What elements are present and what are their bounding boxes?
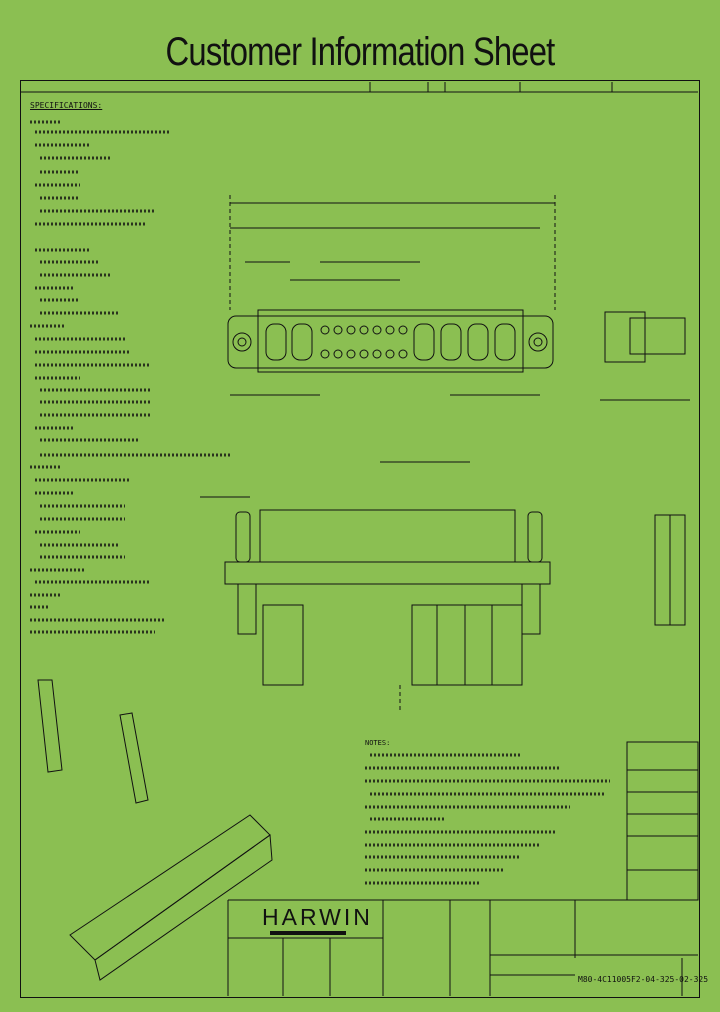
part-number: M80-4C11005F2-04-325-02-325: [578, 975, 709, 984]
specifications-heading: SPECIFICATIONS:: [30, 101, 103, 110]
sheet-border: [20, 80, 700, 998]
notes-heading: NOTES:: [365, 739, 391, 747]
logo-underline: [270, 931, 346, 935]
sheet-title: Customer Information Sheet: [165, 30, 556, 74]
harwin-logo: HARWIN: [262, 904, 373, 930]
